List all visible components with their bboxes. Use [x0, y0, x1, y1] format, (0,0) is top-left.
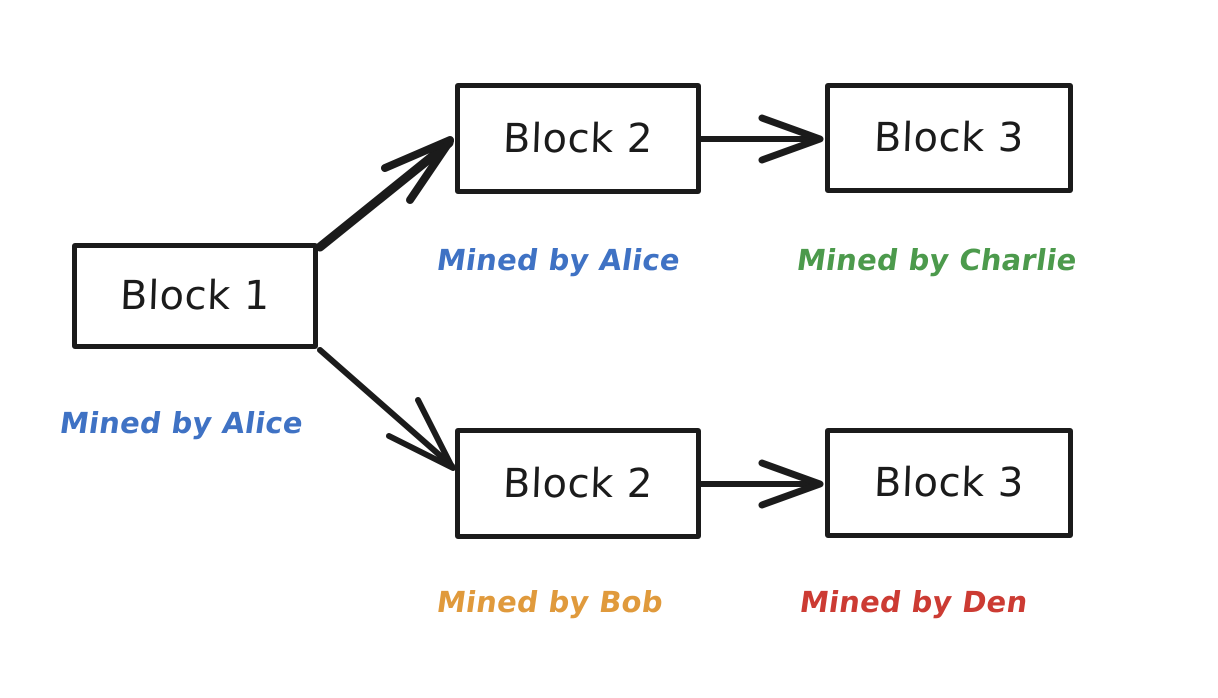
block-node-block-2-bot[interactable]: Block 2	[455, 428, 701, 539]
block-node-block-3-top[interactable]: Block 3	[825, 83, 1073, 193]
miner-label-block-3-top: Mined by Charlie	[794, 243, 1080, 277]
block-node-block-3-bot[interactable]: Block 3	[825, 428, 1073, 538]
miner-label-block-2-bot: Mined by Bob	[434, 585, 666, 619]
block-label: Block 3	[873, 460, 1025, 506]
miner-label-block-1: Mined by Alice	[57, 406, 306, 440]
edge-block2-to-block3-bot	[698, 459, 824, 509]
miner-label-block-3-bot: Mined by Den	[797, 585, 1031, 619]
miner-label-block-2-top: Mined by Alice	[434, 243, 683, 277]
block-label: Block 1	[119, 273, 271, 319]
block-node-block-1[interactable]: Block 1	[72, 243, 318, 349]
edge-block1-to-block2-top	[315, 136, 454, 252]
block-label: Block 3	[873, 115, 1025, 161]
edge-block2-to-block3-top	[698, 114, 824, 164]
block-node-block-2-top[interactable]: Block 2	[455, 83, 701, 194]
block-label: Block 2	[502, 460, 654, 507]
block-label: Block 2	[502, 115, 654, 162]
edge-block1-to-block2-bot	[317, 347, 456, 471]
